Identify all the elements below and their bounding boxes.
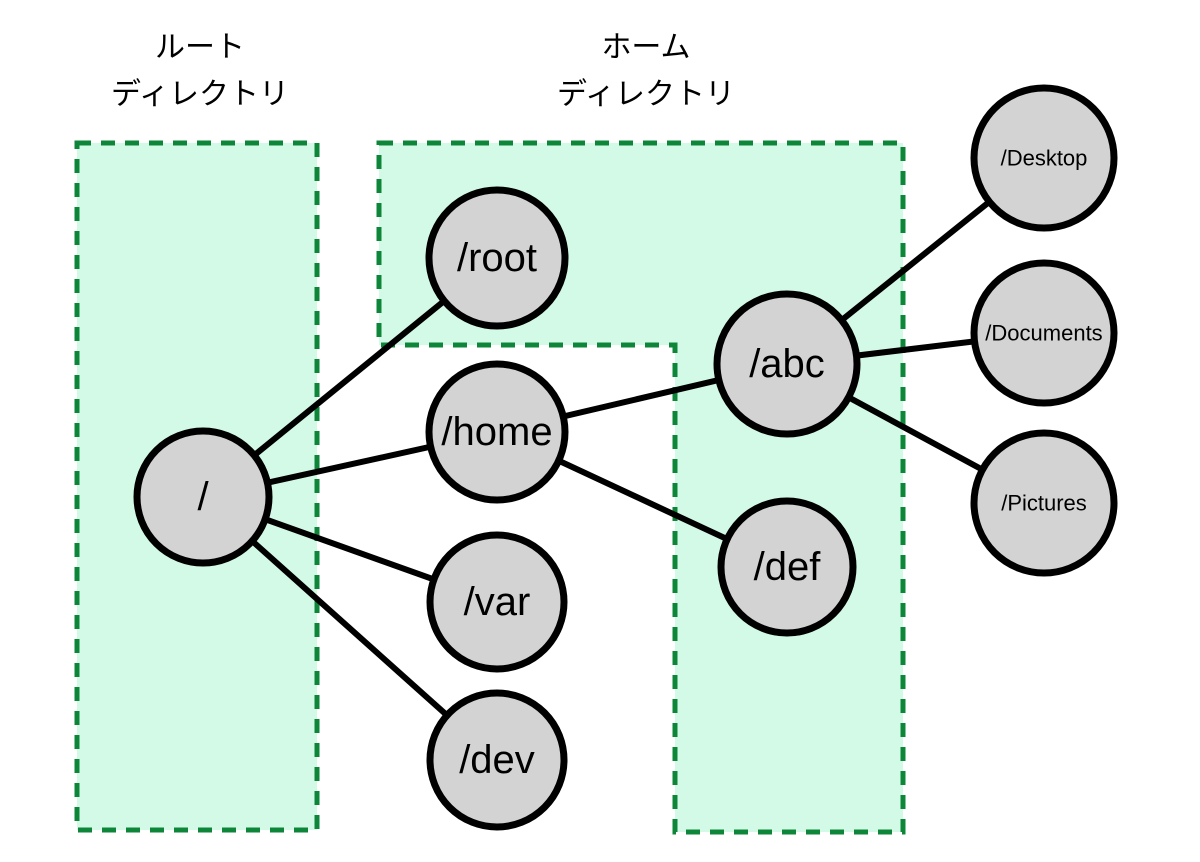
node-dev-circle bbox=[426, 689, 568, 831]
node-slash-root-circle bbox=[425, 186, 569, 330]
root-directory-title-line1: ルート bbox=[155, 31, 245, 64]
node-var-circle bbox=[426, 531, 568, 673]
node-home-label: /home bbox=[441, 410, 552, 454]
node-abc: /abc bbox=[713, 290, 861, 438]
node-slash-root: /root bbox=[425, 186, 569, 330]
node-def-label: /def bbox=[754, 545, 822, 589]
node-def-circle bbox=[717, 497, 857, 637]
node-dev-label: /dev bbox=[459, 738, 535, 782]
node-abc-label: /abc bbox=[749, 342, 825, 386]
node-abc-circle bbox=[713, 290, 861, 438]
node-var-label: /var bbox=[464, 580, 531, 624]
node-root: / bbox=[133, 427, 273, 567]
node-root-label: / bbox=[197, 475, 209, 519]
node-desktop-label: /Desktop bbox=[1001, 146, 1088, 171]
node-desktop: /Desktop bbox=[970, 84, 1118, 232]
node-home: /home bbox=[425, 360, 569, 504]
node-home-circle bbox=[425, 360, 569, 504]
node-documents-circle bbox=[970, 259, 1118, 407]
node-pictures: /Pictures bbox=[970, 429, 1118, 577]
node-root-circle bbox=[133, 427, 273, 567]
node-dev: /dev bbox=[426, 689, 568, 831]
home-directory-title-line2: ディレクトリ bbox=[557, 78, 735, 111]
node-var: /var bbox=[426, 531, 568, 673]
node-pictures-circle bbox=[970, 429, 1118, 577]
node-def: /def bbox=[717, 497, 857, 637]
root-directory-title-line2: ディレクトリ bbox=[111, 78, 289, 111]
node-pictures-label: /Pictures bbox=[1001, 491, 1087, 516]
node-desktop-circle bbox=[970, 84, 1118, 232]
home-directory-title-line1: ホーム bbox=[601, 31, 690, 64]
node-slash-root-label: /root bbox=[457, 236, 537, 280]
node-documents-label: /Documents bbox=[985, 321, 1102, 346]
node-documents: /Documents bbox=[970, 259, 1118, 407]
